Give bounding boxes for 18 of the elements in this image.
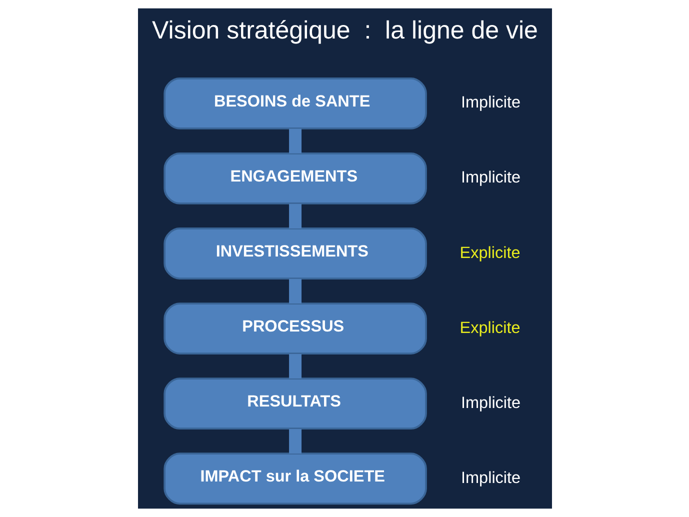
node-box: IMPACT sur la SOCIETE bbox=[163, 452, 426, 505]
node-label: Implicite bbox=[460, 468, 520, 487]
node-label: Implicite bbox=[460, 94, 520, 112]
connector bbox=[288, 429, 302, 454]
diagram-title: Vision stratégique : la ligne de vie bbox=[152, 16, 538, 44]
connector bbox=[288, 128, 302, 154]
connector bbox=[288, 354, 302, 379]
node-box: ENGAGEMENTS bbox=[163, 152, 426, 204]
node-box: INVESTISSEMENTS bbox=[163, 228, 426, 280]
node-box: PROCESSUS bbox=[163, 302, 426, 354]
connector bbox=[288, 278, 302, 304]
node-label: Explicite bbox=[459, 318, 520, 337]
node-box: BESOINS de SANTE bbox=[163, 77, 426, 130]
node-label: Implicite bbox=[460, 168, 520, 187]
node-box: RESULTATS bbox=[163, 378, 426, 430]
connector bbox=[288, 204, 302, 228]
node-label: Implicite bbox=[460, 394, 520, 412]
node-label: Explicite bbox=[459, 244, 520, 262]
